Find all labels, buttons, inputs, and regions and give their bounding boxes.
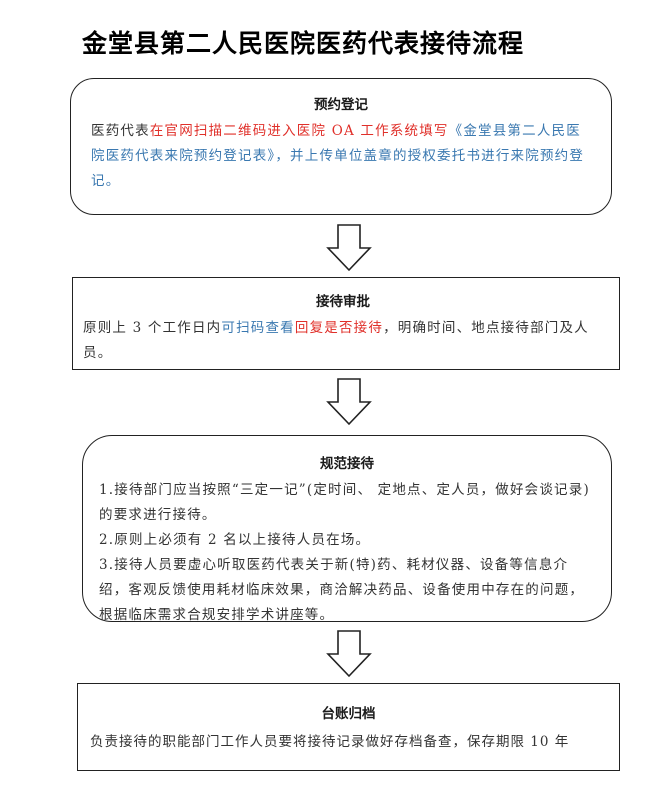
down-arrow-icon <box>326 224 372 272</box>
step-box-approval: 接待审批 原则上 3 个工作日内可扫码查看回复是否接待，明确时间、地点接待部门及… <box>72 277 620 370</box>
step-text-segment: 原则上 3 个工作日内 <box>83 320 222 336</box>
step-box-registration: 预约登记 医药代表在官网扫描二维码进入医院 OA 工作系统填写《金堂县第二人民医… <box>70 78 612 215</box>
step-heading: 预约登记 <box>314 97 368 113</box>
step-body: 原则上 3 个工作日内可扫码查看回复是否接待，明确时间、地点接待部门及人员。 <box>83 316 603 366</box>
step-text-segment: ，明确时间、地点接待部门及人员。 <box>83 320 589 361</box>
step-body: 负责接待的职能部门工作人员要将接待记录做好存档备查，保存期限 10 年 <box>90 734 570 750</box>
step-text-highlight-blue: 《金堂县第二人民医院医药代表来院预约登记表》，并上传单位盖章的授权委托书进行来院… <box>91 123 585 189</box>
down-arrow-icon <box>326 630 372 678</box>
step-box-reception: 规范接待 1.接待部门应当按照“三定一记”(定时间、 定地点、定人员，做好会谈记… <box>82 435 612 623</box>
step-body: 1.接待部门应当按照“三定一记”(定时间、 定地点、定人员，做好会谈记录)的要求… <box>99 478 595 628</box>
step-heading: 接待审批 <box>316 294 370 310</box>
step-text-highlight-red: 回复是否接待 <box>294 320 384 336</box>
page-title: 金堂县第二人民医院医药代表接待流程 <box>82 29 525 58</box>
step-box-archive: 台账归档 负责接待的职能部门工作人员要将接待记录做好存档备查，保存期限 10 年 <box>77 683 620 771</box>
step-rule-line: 3.接待人员要虚心听取医药代表关于新(特)药、耗材仪器、设备等信息介绍，客观反馈… <box>99 557 585 623</box>
step-rule-line: 2.原则上必须有 2 名以上接待人员在场。 <box>99 532 371 548</box>
step-text-segment: 医药代表 <box>91 123 150 139</box>
step-heading: 规范接待 <box>320 456 374 472</box>
step-text-highlight-blue: 可扫码查看 <box>221 320 295 336</box>
step-text-highlight-red: 在官网扫描二维码进入医院 OA 工作系统填写 <box>149 123 449 139</box>
step-rule-line: 1.接待部门应当按照“三定一记”(定时间、 定地点、定人员，做好会谈记录)的要求… <box>99 482 590 523</box>
step-body: 医药代表在官网扫描二维码进入医院 OA 工作系统填写《金堂县第二人民医院医药代表… <box>91 119 591 194</box>
step-heading: 台账归档 <box>321 706 376 722</box>
down-arrow-icon <box>326 378 372 426</box>
